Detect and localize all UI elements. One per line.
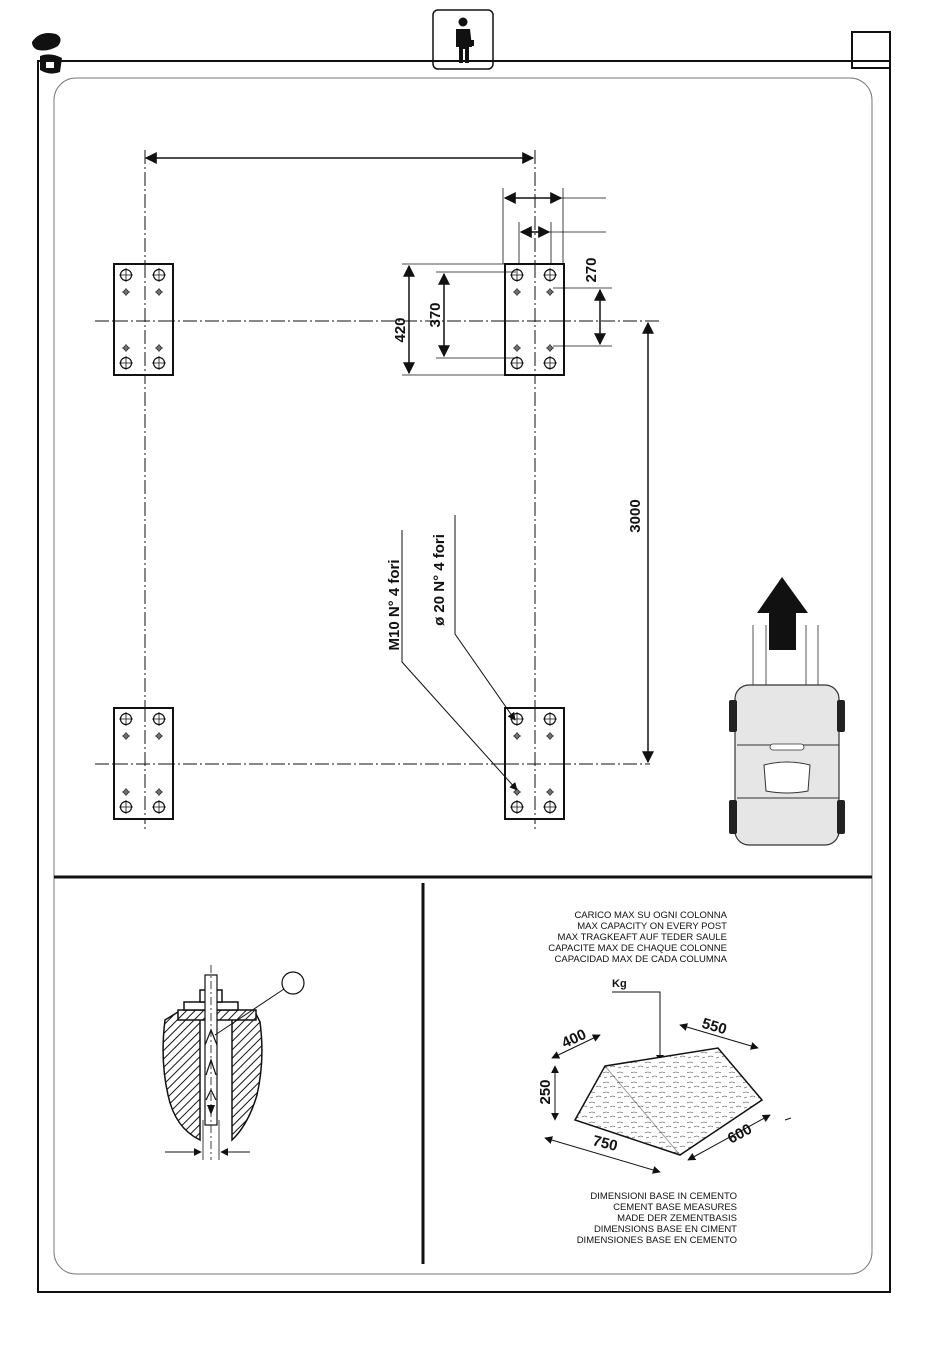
hole-spacing-dimensions	[502, 188, 606, 264]
bolt-hole-crosshair	[122, 788, 130, 796]
anchor-hole-crosshair	[119, 712, 133, 726]
dimension-370: 370	[427, 271, 516, 359]
bolt-hole-crosshair	[513, 288, 521, 296]
mechanic-logo-icon	[32, 33, 62, 74]
dim-250-label: 250	[537, 1079, 554, 1104]
bolt-hole-crosshair	[546, 788, 554, 796]
anchor-hole-crosshair	[543, 356, 557, 370]
standing-person-icon	[432, 9, 494, 70]
anchor-hole-crosshair	[152, 712, 166, 726]
bolt-hole-crosshair	[513, 732, 521, 740]
caption-line: CEMENT BASE MEASURES	[613, 1202, 737, 1213]
dim-750-label: 750	[591, 1132, 619, 1155]
caption-line: CAPACITE MAX DE CHAQUE COLONNE	[548, 943, 727, 954]
bolt-hole-crosshair	[155, 288, 163, 296]
dim-600-label: 600	[725, 1121, 755, 1148]
anchor-hole-crosshair	[510, 800, 524, 814]
anchor-hole-crosshair	[152, 356, 166, 370]
bolt-hole-crosshair	[155, 344, 163, 352]
bolt-hole-crosshair	[122, 288, 130, 296]
bolt-hole-crosshair	[546, 344, 554, 352]
post-base-plate	[113, 263, 174, 376]
dim-420-label: 420	[392, 317, 409, 342]
caption-line: MAX TRAGKEAFT AUF TEDER SAULE	[558, 932, 727, 943]
anchor-hole-crosshair	[543, 712, 557, 726]
bolt-hole-crosshair	[122, 732, 130, 740]
anchor-bolt-detail	[162, 965, 305, 1160]
load-label: Kg	[612, 978, 627, 990]
dim-550-label: 550	[700, 1015, 729, 1038]
car-top-view-icon	[729, 625, 845, 846]
dim-270-label: 270	[583, 257, 600, 282]
anchor-hole-crosshair	[510, 356, 524, 370]
dimension-420: 420	[392, 263, 505, 376]
outer-frame	[37, 60, 891, 1293]
layout-plan: 420 370 270 3000	[95, 150, 845, 846]
bolt-hole-crosshair	[155, 732, 163, 740]
caption-line: DIMENSIONES BASE EN CEMENTO	[577, 1235, 737, 1246]
anchor-hole-crosshair	[152, 268, 166, 282]
callout-circle	[281, 971, 305, 995]
note-m10: M10 N° 4 fori	[386, 530, 518, 791]
hole20-note-label: ø 20 N° 4 fori	[431, 534, 448, 626]
caption-line: MAX CAPACITY ON EVERY POST	[577, 921, 727, 932]
m10-note-label: M10 N° 4 fori	[386, 559, 403, 650]
anchor-hole-crosshair	[510, 268, 524, 282]
dim-400-label: 400	[559, 1026, 589, 1052]
bolt-hole-crosshair	[155, 788, 163, 796]
anchor-hole-crosshair	[543, 268, 557, 282]
anchor-holes	[119, 268, 557, 814]
caption-line: MADE DER ZEMENTBASIS	[617, 1213, 737, 1224]
caption-line: CARICO MAX SU OGNI COLONNA	[574, 910, 727, 921]
bolt-hole-crosshair	[546, 288, 554, 296]
page-header	[32, 9, 891, 74]
dimension-3000: 3000	[627, 321, 654, 764]
bolt-hole-crosshair	[122, 344, 130, 352]
anchor-hole-crosshair	[152, 800, 166, 814]
anchor-hole-crosshair	[543, 800, 557, 814]
caption-line: DIMENSIONI BASE IN CEMENTO	[590, 1191, 737, 1202]
note-hole20: ø 20 N° 4 fori	[431, 515, 516, 721]
anchor-hole-crosshair	[119, 268, 133, 282]
caption-line: DIMENSIONS BASE EN CIMENT	[594, 1224, 737, 1235]
bolt-hole-crosshair	[513, 344, 521, 352]
anchor-hole-crosshair	[119, 800, 133, 814]
dim-370-label: 370	[427, 302, 444, 327]
inner-frame	[53, 77, 873, 1275]
dimension-270: 270	[553, 257, 612, 347]
up-arrow-icon	[757, 577, 808, 650]
caption-line: CAPACIDAD MAX DE CADA COLUMNA	[555, 954, 728, 965]
dim-3000-label: 3000	[627, 499, 644, 532]
page-number-box	[851, 31, 891, 69]
bolt-hole-crosshair	[546, 732, 554, 740]
anchor-hole-crosshair	[119, 356, 133, 370]
